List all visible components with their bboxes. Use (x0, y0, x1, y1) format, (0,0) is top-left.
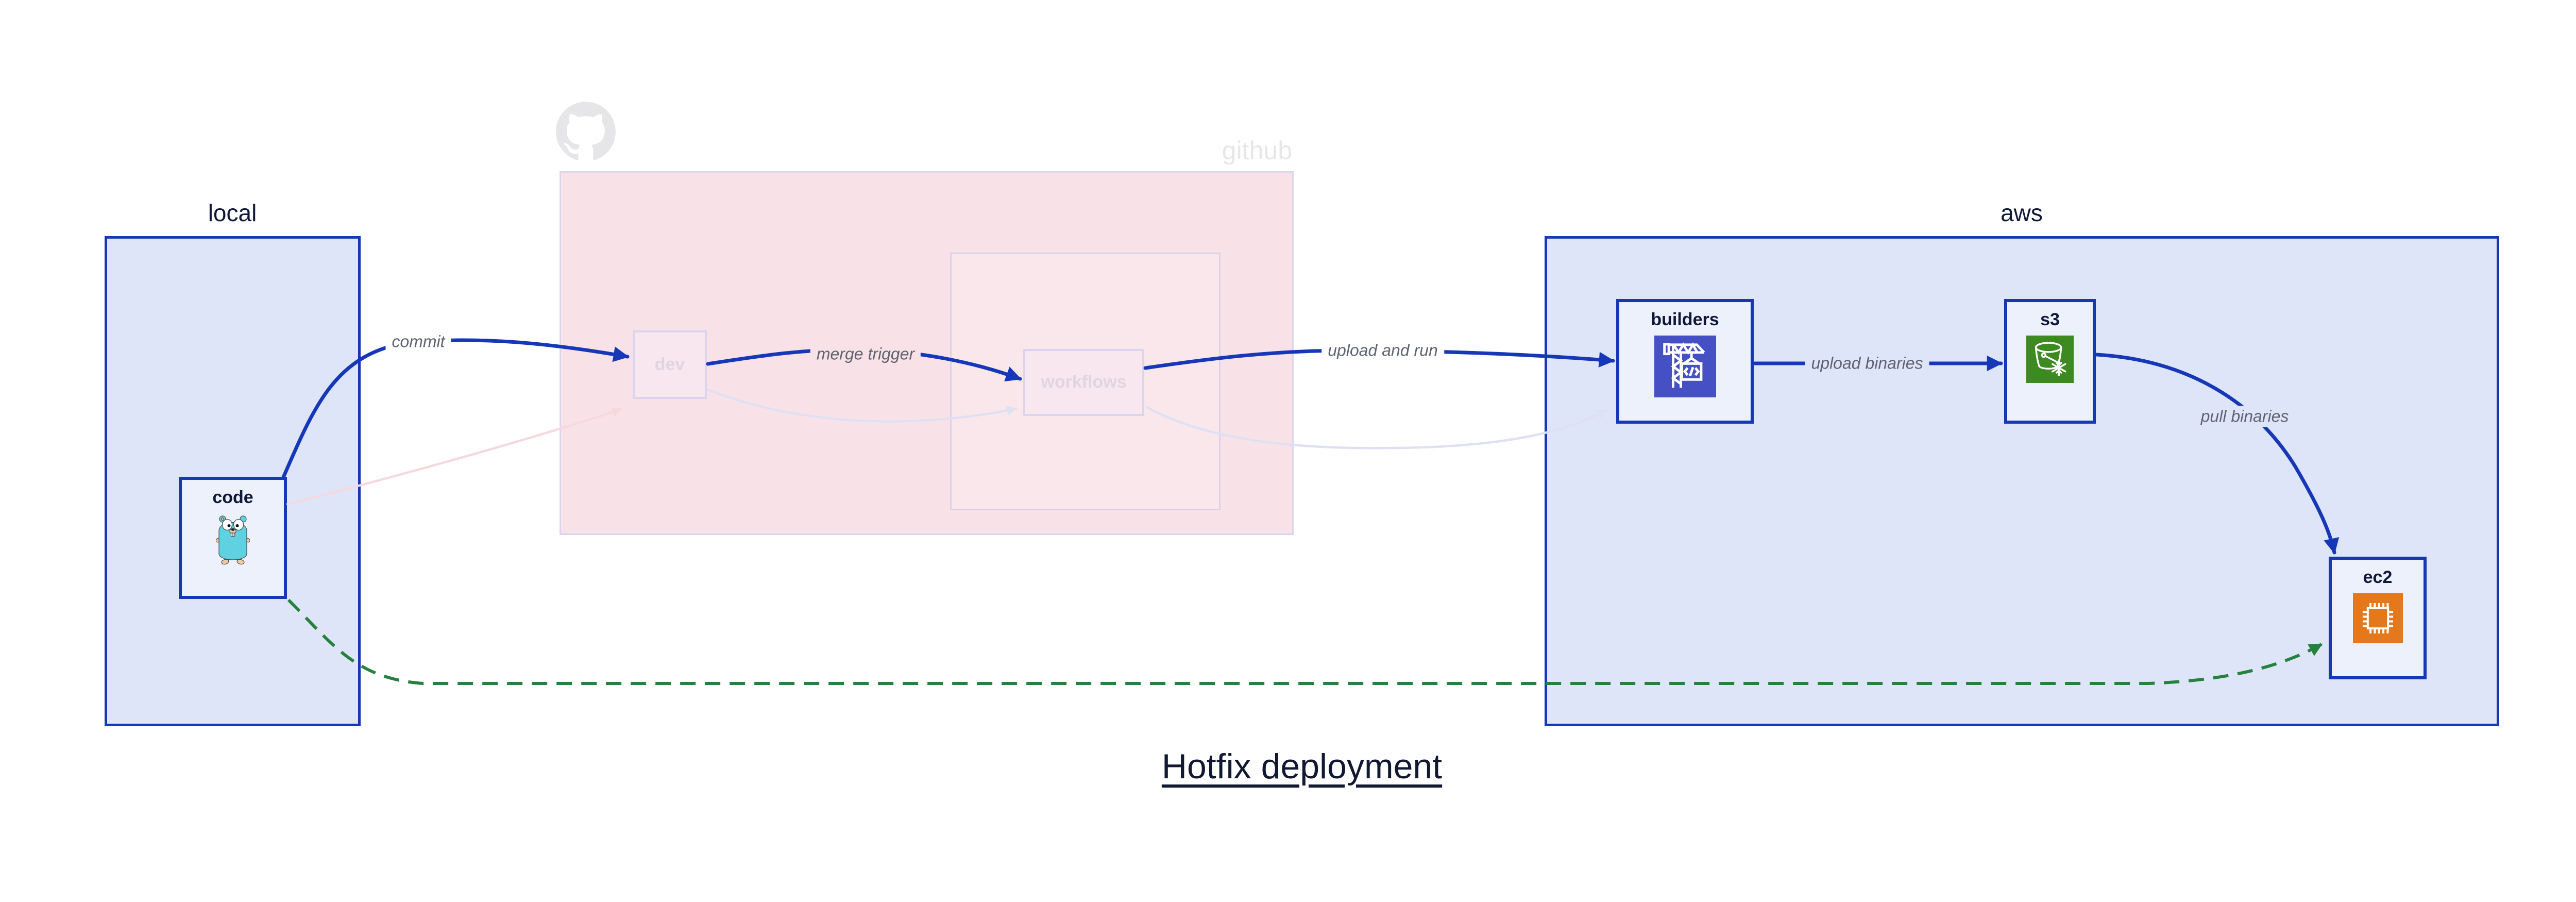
node-dev: dev (633, 330, 707, 399)
node-code: code (179, 477, 287, 599)
node-workflows: workflows (1023, 349, 1144, 416)
edge-label-upload-and-run: upload and run (1321, 340, 1444, 361)
node-builders: builders (1616, 299, 1754, 424)
aws-ec2-icon (2352, 593, 2403, 644)
aws-codebuild-icon (1654, 336, 1716, 398)
node-s3: s3 (2004, 299, 2096, 424)
aws-s3-glacier-icon (2026, 336, 2074, 383)
edge-label-upload-binaries: upload binaries (1805, 353, 1929, 374)
edge-label-merge-trigger: merge trigger (810, 343, 921, 365)
github-group-label: github (1222, 136, 1292, 165)
github-octocat-icon (556, 102, 616, 160)
node-builders-label: builders (1651, 310, 1719, 329)
local-group-label: local (208, 199, 257, 226)
node-workflows-label: workflows (1041, 372, 1127, 392)
node-ec2: ec2 (2329, 557, 2427, 679)
node-s3-label: s3 (2040, 310, 2060, 329)
node-dev-label: dev (654, 354, 685, 374)
aws-group-label: aws (2001, 199, 2043, 226)
edge-label-pull-binaries: pull binaries (2194, 406, 2295, 427)
node-ec2-label: ec2 (2363, 567, 2393, 587)
diagram-title: Hotfix deployment (1161, 747, 1443, 786)
go-gopher-icon (216, 515, 250, 565)
node-code-label: code (212, 488, 253, 507)
edge-label-commit: commit (385, 331, 451, 353)
